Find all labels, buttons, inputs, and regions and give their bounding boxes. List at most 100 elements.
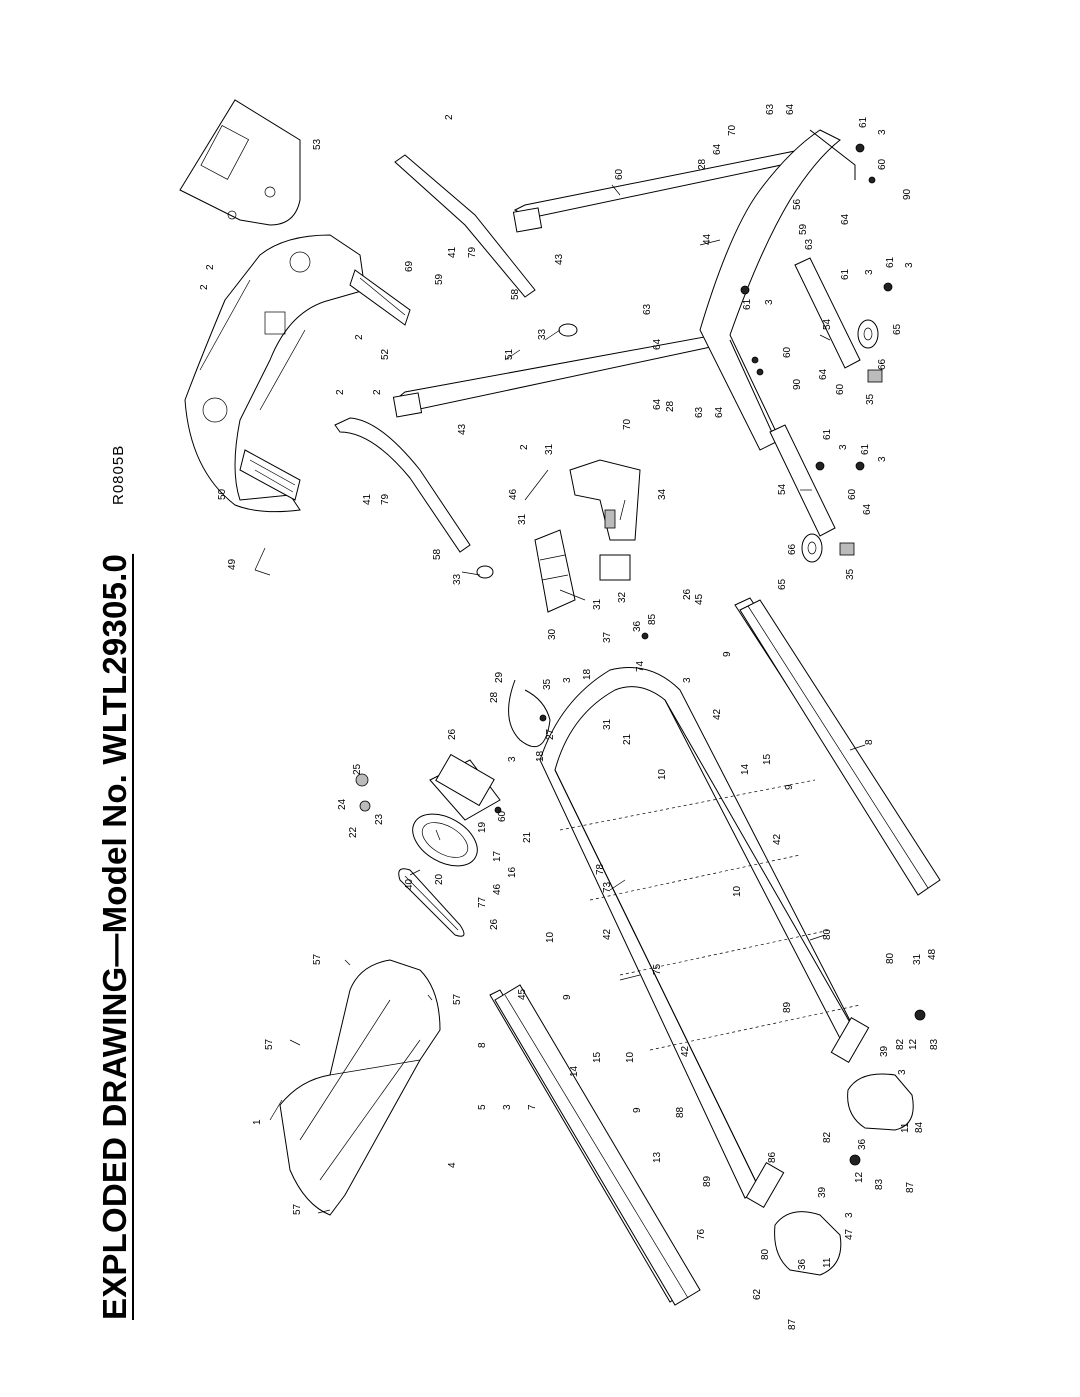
fasteners [355, 143, 926, 1166]
callout-76: 77 [477, 896, 488, 908]
callout-43c: 42 [772, 833, 783, 845]
callout-60a: 59 [434, 273, 445, 285]
callout-88b: 89 [782, 1001, 793, 1013]
callout-18b: 18 [582, 668, 593, 680]
console-base [184, 234, 411, 513]
callout-58: 56 [792, 198, 803, 210]
callout-66a: 64 [652, 338, 663, 350]
callout-29a: 28 [489, 691, 500, 703]
callout-40a: 39 [817, 1186, 828, 1198]
callout-32d: 31 [517, 513, 528, 525]
callout-3c: 3 [562, 677, 573, 683]
callout-43d: 42 [712, 708, 723, 720]
callout-26: 26 [447, 728, 458, 740]
callout-34b: 33 [537, 328, 548, 340]
roller-guards [774, 1073, 914, 1276]
callout-63d: 61 [885, 256, 896, 268]
right-handrail [394, 154, 578, 337]
callout-66h: 64 [862, 503, 873, 515]
callout-2d: 2 [335, 389, 346, 395]
callout-3k: 3 [838, 444, 849, 450]
callout-73: 74 [635, 660, 646, 672]
callout-2c: 2 [205, 264, 216, 270]
callout-81b: 82 [895, 1038, 906, 1050]
callout-65c: 63 [765, 103, 776, 115]
callout-65a: 63 [642, 303, 653, 315]
callout-65d: 63 [804, 238, 815, 250]
callout-70a: 70 [622, 418, 633, 430]
callout-66f: 64 [840, 213, 851, 225]
callout-3h: 3 [764, 299, 775, 305]
callout-34a: 33 [452, 573, 463, 585]
callout-61c: 60 [835, 383, 846, 395]
callout-33: 32 [617, 591, 628, 603]
callout-63f: 61 [860, 443, 871, 455]
callout-9b: 9 [632, 1107, 643, 1113]
callout-32a: 31 [602, 718, 613, 730]
callout-14a: 14 [569, 1065, 580, 1077]
callout-35: 34 [657, 488, 668, 500]
callout-11a: 11 [822, 1257, 833, 1268]
callout-60b: 59 [798, 223, 809, 235]
callout-51: 49 [227, 558, 238, 570]
callout-40b: 39 [879, 1045, 890, 1057]
callout-32e: 31 [544, 443, 555, 455]
callout-43b: 42 [680, 1045, 691, 1057]
callout-66g: 64 [818, 368, 829, 380]
callout-57a: 57 [292, 1203, 303, 1215]
callout-15b: 15 [762, 753, 773, 765]
callout-2e: 2 [372, 389, 383, 395]
callout-14b: 14 [740, 763, 751, 775]
callout-9a: 9 [562, 994, 573, 1000]
callout-9d: 9 [722, 651, 733, 657]
main-frame [539, 667, 870, 1209]
callout-3b: 3 [507, 756, 518, 762]
callout-20: 20 [434, 873, 445, 885]
callout-80b: 80 [885, 952, 896, 964]
right-rail [734, 597, 941, 896]
callout-38a: 36 [797, 1258, 808, 1270]
callout-59b: 58 [510, 288, 521, 300]
callout-72: 73 [602, 881, 613, 893]
callout-44a: 43 [457, 423, 468, 435]
console [179, 99, 301, 226]
callout-9c: 9 [784, 784, 795, 790]
callout-2g: 2 [444, 114, 455, 120]
callout-63a: 61 [858, 116, 869, 128]
callout-54: 52 [380, 348, 391, 360]
callout-44b: 43 [554, 253, 565, 265]
callout-85: 86 [767, 1151, 778, 1163]
callout-36: 35 [542, 678, 553, 690]
callout-12b: 12 [908, 1038, 919, 1050]
callout-61a: 60 [782, 346, 793, 358]
callout-10d: 10 [625, 1051, 636, 1063]
callout-28: 27 [545, 728, 556, 740]
callout-67a: 65 [892, 323, 903, 335]
callout-61d: 60 [847, 488, 858, 500]
callout-27b: 26 [682, 588, 693, 600]
callout-labels: 1 57 57 57 57 4 5 3 7 8 8 40 20 22 23 24… [199, 103, 940, 1330]
callout-11b: 11 [900, 1122, 911, 1133]
callout-81a: 82 [822, 1131, 833, 1143]
callout-32b: 31 [912, 953, 923, 965]
callout-68b: 66 [787, 543, 798, 555]
callout-24: 24 [337, 798, 348, 810]
callout-84: 85 [647, 613, 658, 625]
callout-61b: 60 [877, 158, 888, 170]
callout-12a: 12 [854, 1171, 865, 1183]
callout-46: 44 [702, 233, 713, 245]
callout-15a: 15 [592, 1051, 603, 1063]
callout-64: 62 [752, 1288, 763, 1300]
callout-80a: 80 [760, 1248, 771, 1260]
callout-56b: 54 [777, 483, 788, 495]
callout-29b: 28 [665, 400, 676, 412]
callout-3d: 3 [682, 677, 693, 683]
callout-75: 76 [696, 1228, 707, 1240]
callout-82a: 83 [874, 1178, 885, 1190]
callout-42b: 41 [447, 246, 458, 258]
callout-48: 46 [508, 488, 519, 500]
callout-29c: 28 [697, 158, 708, 170]
callout-42a: 41 [362, 493, 373, 505]
callout-3i: 3 [864, 269, 875, 275]
callout-38b: 36 [857, 1138, 868, 1150]
